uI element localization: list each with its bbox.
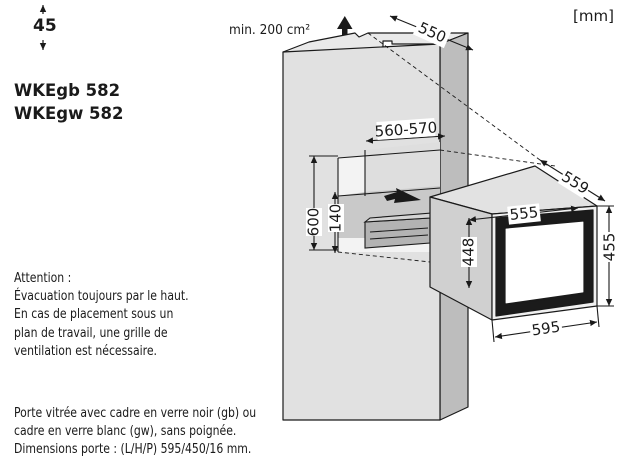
- dim-niche-gap: 140: [327, 204, 345, 233]
- attention-line: ventilation est nécessaire.: [14, 343, 158, 359]
- dim-appliance-inner-height: 448: [460, 238, 478, 267]
- model-name-gw: WKEgw 582: [14, 104, 124, 123]
- door-info-line: Dimensions porte : (L/H/P) 595/450/16 mm…: [14, 442, 252, 458]
- unit-label: [mm]: [573, 7, 614, 25]
- attention-line: En cas de placement sous un: [14, 307, 174, 323]
- dimension-labels: 550 560-570 600 140 559 555 448 455: [305, 16, 619, 341]
- dim-appliance-height: 455: [601, 233, 619, 262]
- model-name-gb: WKEgb 582: [14, 81, 121, 100]
- dim-niche-height: 600: [305, 208, 323, 237]
- attention-note: Attention : Évacuation toujours par le h…: [14, 270, 189, 361]
- dim-appliance-inner-width: 555: [509, 203, 539, 224]
- dim-appliance-width: 595: [530, 318, 561, 340]
- depth-value: 45: [33, 16, 57, 36]
- attention-line: Attention :: [14, 271, 72, 286]
- attention-line: Évacuation toujours par le haut.: [14, 289, 189, 305]
- attention-line: plan de travail, une grille de: [14, 325, 168, 341]
- door-info-line: Porte vitrée avec cadre en verre noir (g…: [14, 406, 257, 421]
- door-info-note: Porte vitrée avec cadre en verre noir (g…: [14, 405, 256, 460]
- ventilation-label: min. 200 cm²: [229, 22, 311, 38]
- door-info-line: cadre en verre blanc (gw), sans poignée.: [14, 424, 237, 440]
- dim-niche-width: 560-570: [374, 118, 438, 140]
- insertion-arrow-icon: [384, 188, 421, 203]
- appliance: [429, 165, 598, 321]
